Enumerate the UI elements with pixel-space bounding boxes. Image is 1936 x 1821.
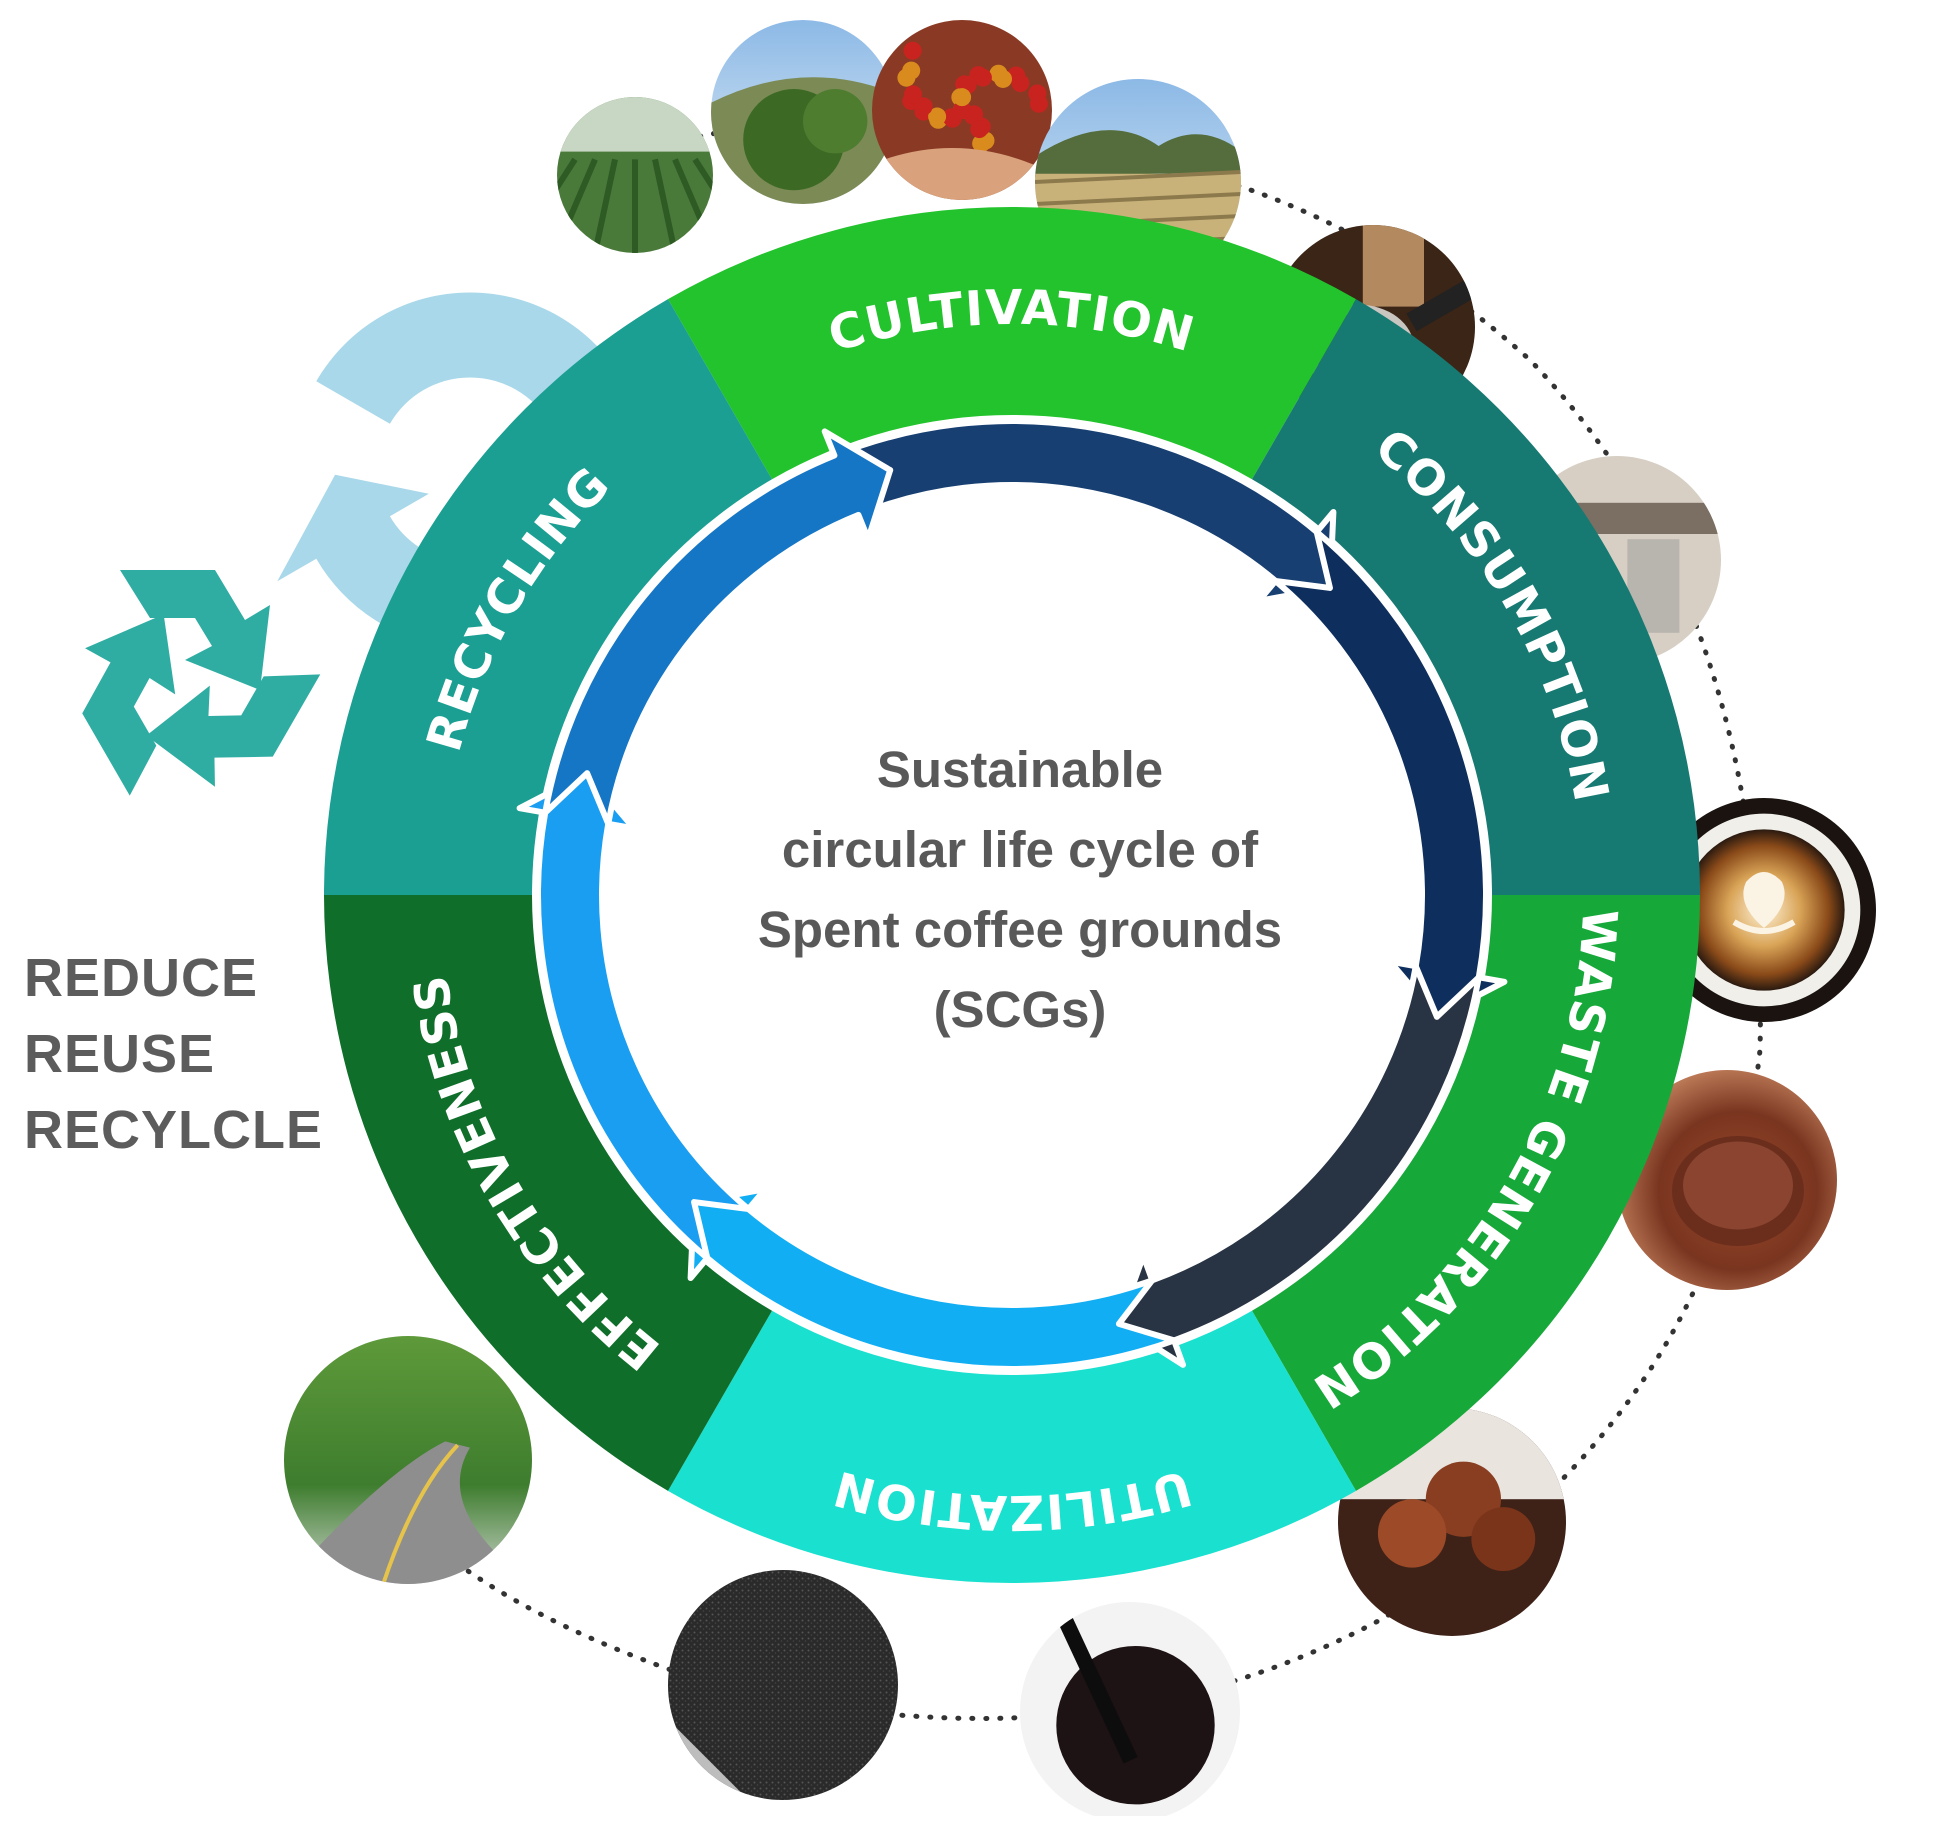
stage-segment — [1252, 299, 1700, 895]
inner-arrow-ring — [516, 418, 1508, 1372]
activated-carbon-photo — [668, 1570, 898, 1800]
coffee-cherries-photo — [872, 20, 1052, 200]
slogan-reduce: REDUCE — [24, 948, 259, 1008]
slogan-reuse: REUSE — [24, 1024, 216, 1084]
center-title-line: (SCGs) — [933, 981, 1107, 1038]
forest-road-photo — [284, 1336, 532, 1584]
liquid-extract-photo — [1020, 1602, 1240, 1821]
recycle-icon — [82, 570, 321, 796]
center-title-line: Spent coffee grounds — [757, 901, 1283, 958]
stage-segment — [324, 299, 772, 895]
stage-segment — [1252, 895, 1700, 1491]
recycle-arrow — [120, 570, 270, 690]
coffee-plant-photo — [711, 20, 895, 204]
center-title-line: Sustainable — [876, 741, 1164, 798]
slogan: REDUCE REUSE RECYLCLE — [24, 940, 323, 1168]
stage-segment — [324, 895, 772, 1491]
center-title: Sustainable circular life cycle of Spent… — [640, 730, 1400, 1050]
stage-segment — [668, 206, 1356, 480]
center-title-line: circular life cycle of — [781, 821, 1259, 878]
inner-cycle-arrow — [542, 428, 894, 827]
recycle-arrow — [146, 674, 321, 787]
stage-segment — [668, 1310, 1356, 1583]
slogan-recycle: RECYLCLE — [24, 1100, 324, 1160]
recycle-arrow — [82, 614, 176, 796]
